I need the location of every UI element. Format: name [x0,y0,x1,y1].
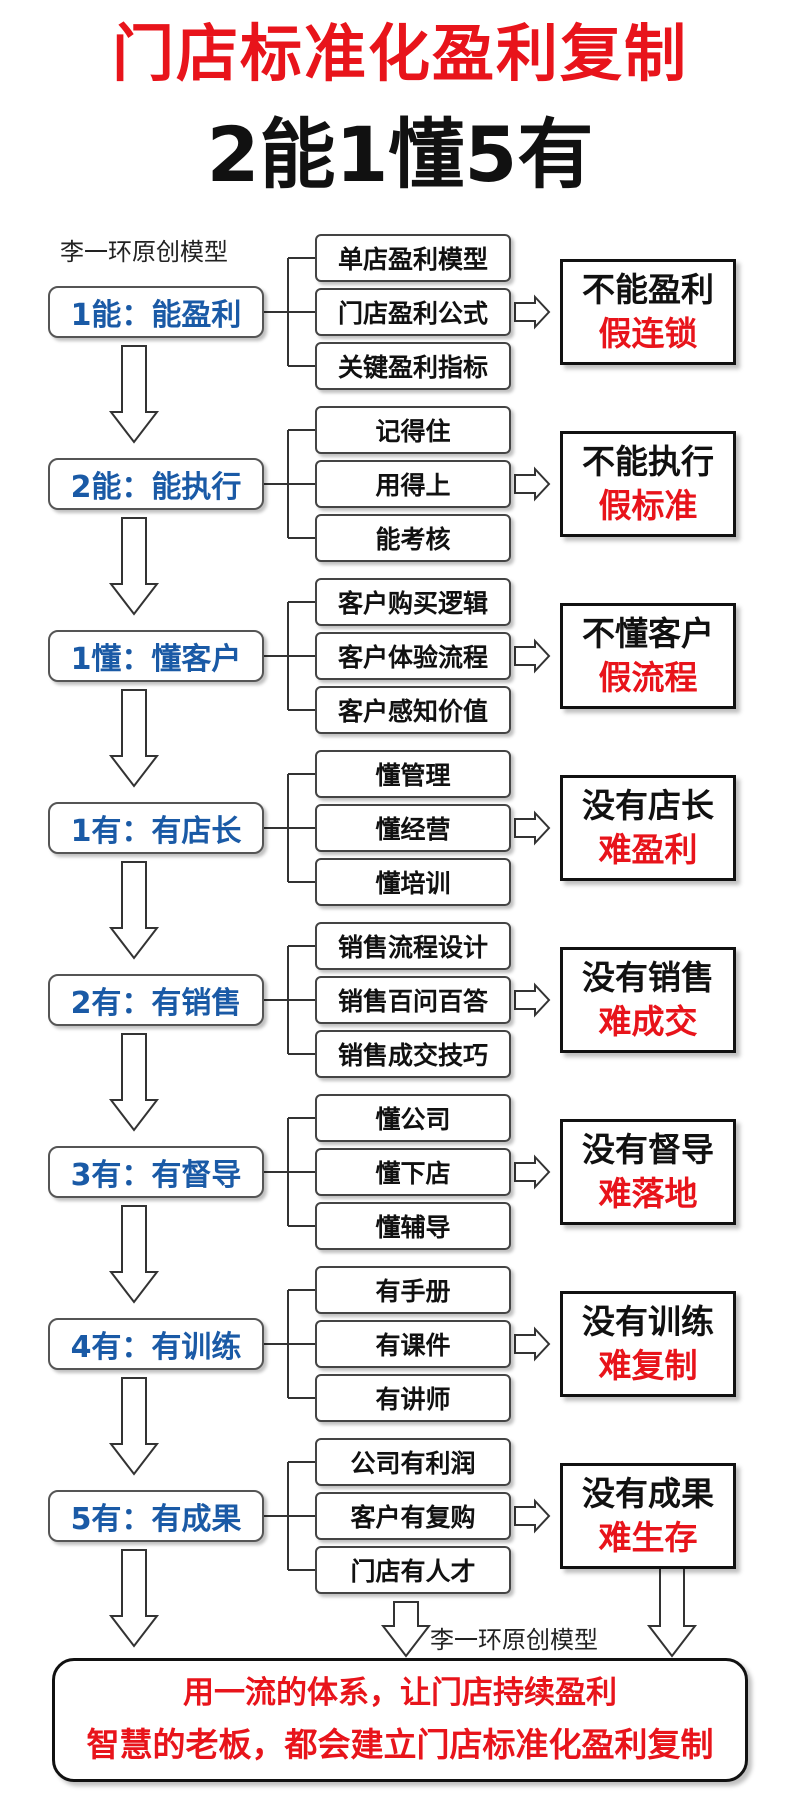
result-1-top: 不能盈利 [582,270,714,309]
result-2-top: 不能执行 [582,442,714,481]
bracket-5 [264,945,315,1055]
result-box-5: 没有销售难成交 [560,947,736,1053]
result-box-4: 没有店长难盈利 [560,775,736,881]
level-2-item-3: 能考核 [315,514,511,562]
level-box-7: 4有：有训练 [48,1318,264,1370]
level-4-item-2: 懂经营 [315,804,511,852]
bracket-4 [264,773,315,883]
level-2-item-2: 用得上 [315,460,511,508]
level-4-item-1: 懂管理 [315,750,511,798]
result-6-bottom: 难落地 [598,1174,698,1213]
level-1-item-2: 门店盈利公式 [315,288,511,336]
down-arrow-right [646,1559,698,1658]
level-box-8: 5有：有成果 [48,1490,264,1542]
right-arrow-4 [514,810,551,846]
level-3-item-3: 客户感知价值 [315,686,511,734]
result-8-bottom: 难生存 [598,1518,698,1557]
right-arrow-2 [514,466,551,502]
bracket-6 [264,1117,315,1227]
result-box-2: 不能执行假标准 [560,431,736,537]
down-arrow-3 [108,689,160,788]
level-5-item-2: 销售百问百答 [315,976,511,1024]
level-box-1: 1能：能盈利 [48,286,264,338]
down-arrow-1 [108,345,160,444]
result-1-bottom: 假连锁 [598,314,698,353]
level-box-6: 3有：有督导 [48,1146,264,1198]
right-arrow-6 [514,1154,551,1190]
result-box-7: 没有训练难复制 [560,1291,736,1397]
bracket-1 [264,257,315,367]
level-3-item-2: 客户体验流程 [315,632,511,680]
right-arrow-1 [514,294,551,330]
level-box-4: 1有：有店长 [48,802,264,854]
level-4-item-3: 懂培训 [315,858,511,906]
right-arrow-7 [514,1326,551,1362]
level-6-item-1: 懂公司 [315,1094,511,1142]
level-5-item-3: 销售成交技巧 [315,1030,511,1078]
right-arrow-5 [514,982,551,1018]
credit-top: 李一环原创模型 [60,238,228,266]
level-box-2: 2能：能执行 [48,458,264,510]
bracket-2 [264,429,315,539]
bottom-line-2: 智慧的老板，都会建立门店标准化盈利复制 [86,1725,714,1764]
level-7-item-1: 有手册 [315,1266,511,1314]
down-arrow-2 [108,517,160,616]
credit-bottom: 李一环原创模型 [430,1626,598,1654]
level-box-5: 2有：有销售 [48,974,264,1026]
result-7-top: 没有训练 [582,1302,714,1341]
bottom-line-1: 用一流的体系，让门店持续盈利 [183,1675,617,1711]
bracket-7 [264,1289,315,1399]
result-box-8: 没有成果难生存 [560,1463,736,1569]
bottom-summary-box: 用一流的体系，让门店持续盈利 智慧的老板，都会建立门店标准化盈利复制 [52,1658,748,1782]
right-arrow-3 [514,638,551,674]
result-box-6: 没有督导难落地 [560,1119,736,1225]
level-3-item-1: 客户购买逻辑 [315,578,511,626]
level-1-item-3: 关键盈利指标 [315,342,511,390]
level-8-item-2: 客户有复购 [315,1492,511,1540]
result-5-bottom: 难成交 [598,1002,698,1041]
level-6-item-2: 懂下店 [315,1148,511,1196]
level-7-item-3: 有讲师 [315,1374,511,1422]
down-arrow-8 [108,1549,160,1648]
down-arrow-center [380,1601,432,1658]
result-4-bottom: 难盈利 [598,830,698,869]
level-1-item-1: 单店盈利模型 [315,234,511,282]
result-box-1: 不能盈利假连锁 [560,259,736,365]
result-6-top: 没有督导 [582,1130,714,1169]
level-5-item-1: 销售流程设计 [315,922,511,970]
result-4-top: 没有店长 [582,786,714,825]
main-title: 门店标准化盈利复制 [111,17,688,90]
result-2-bottom: 假标准 [598,486,698,525]
result-box-3: 不懂客户假流程 [560,603,736,709]
right-arrow-8 [514,1498,551,1534]
level-box-3: 1懂：懂客户 [48,630,264,682]
subtitle: 2能1懂5有 [206,110,594,199]
bracket-8 [264,1461,315,1571]
down-arrow-6 [108,1205,160,1304]
level-8-item-1: 公司有利润 [315,1438,511,1486]
level-8-item-3: 门店有人才 [315,1546,511,1594]
level-2-item-1: 记得住 [315,406,511,454]
level-7-item-2: 有课件 [315,1320,511,1368]
down-arrow-4 [108,861,160,960]
result-5-top: 没有销售 [582,958,714,997]
result-8-top: 没有成果 [582,1474,714,1513]
result-7-bottom: 难复制 [598,1346,698,1385]
down-arrow-5 [108,1033,160,1132]
bracket-3 [264,601,315,711]
result-3-bottom: 假流程 [598,658,698,697]
result-3-top: 不懂客户 [582,614,714,653]
down-arrow-7 [108,1377,160,1476]
level-6-item-3: 懂辅导 [315,1202,511,1250]
